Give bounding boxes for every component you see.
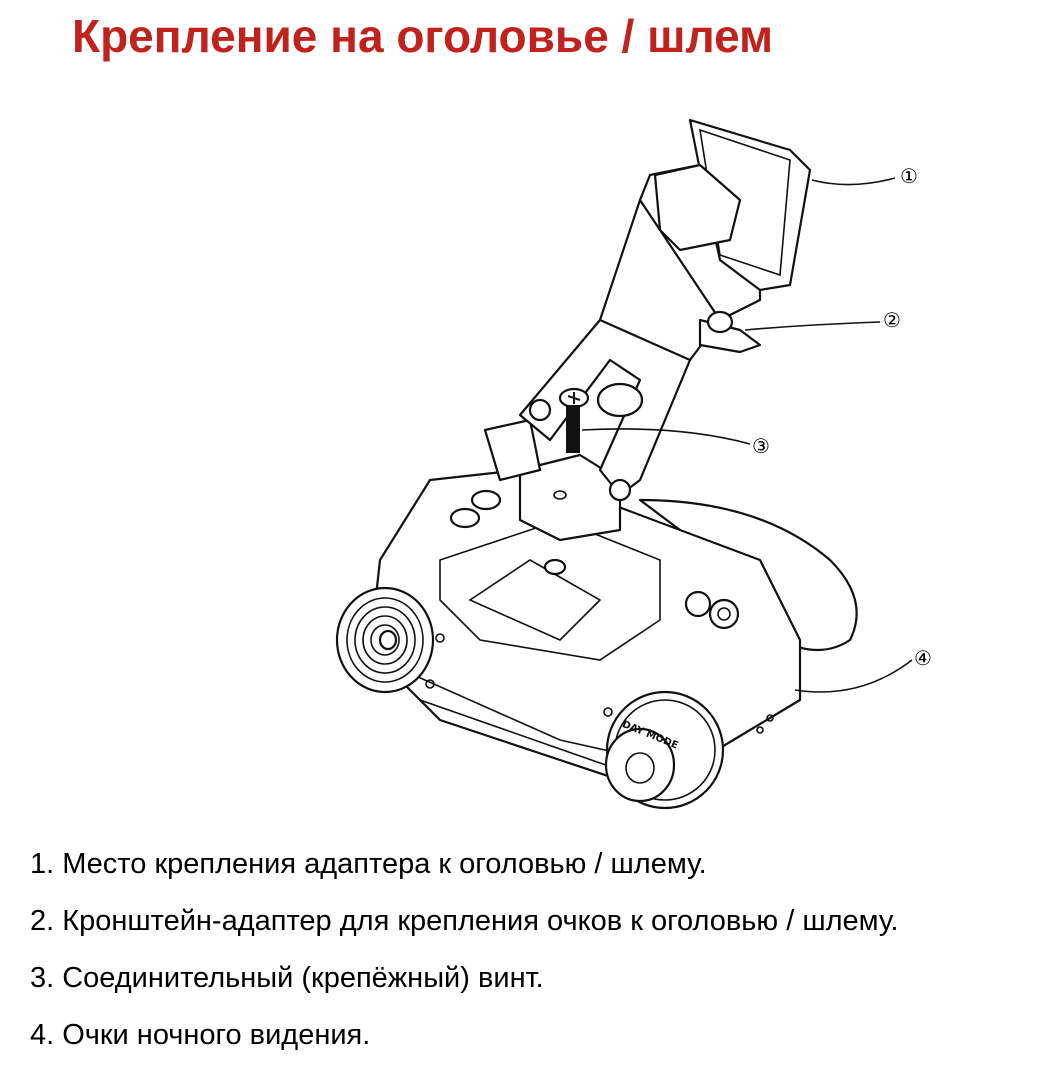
legend-number: 1. [30, 848, 55, 880]
mount-diagram: DAY MODE ① ② ③ ④ [335, 118, 932, 810]
legend-item: 1.Место крепления адаптера к оголовью / … [30, 836, 899, 893]
mount-block [518, 453, 622, 542]
legend-text: Место крепления адаптера к оголовью / шл… [62, 848, 707, 880]
callout-2: ② [883, 308, 901, 332]
page-title: Крепление на оголовье / шлем [72, 10, 774, 62]
legend-number: 3. [30, 962, 55, 994]
buttons-right [684, 590, 740, 630]
buttons-left [449, 489, 502, 529]
legend-item: 4.Очки ночного видения. [30, 1007, 899, 1064]
parts-legend: 1.Место крепления адаптера к оголовью / … [30, 836, 899, 1064]
mode-dial: DAY MODE [604, 690, 725, 810]
legend-number: 2. [30, 905, 55, 937]
legend-item: 3.Соединительный (крепёжный) винт. [30, 950, 899, 1007]
screw [558, 387, 590, 453]
legend-text: Кронштейн-адаптер для крепления очков к … [62, 905, 899, 937]
helmet-mount-point [653, 118, 812, 292]
objective-lens [335, 586, 435, 694]
legend-text: Очки ночного видения. [62, 1019, 371, 1051]
legend-text: Соединительный (крепёжный) винт. [62, 962, 544, 994]
callout-3: ③ [752, 434, 770, 458]
callout-4: ④ [914, 646, 932, 670]
legend-number: 4. [30, 1019, 55, 1051]
callout-1: ① [900, 164, 918, 188]
legend-item: 2.Кронштейн-адаптер для крепления очков … [30, 893, 899, 950]
